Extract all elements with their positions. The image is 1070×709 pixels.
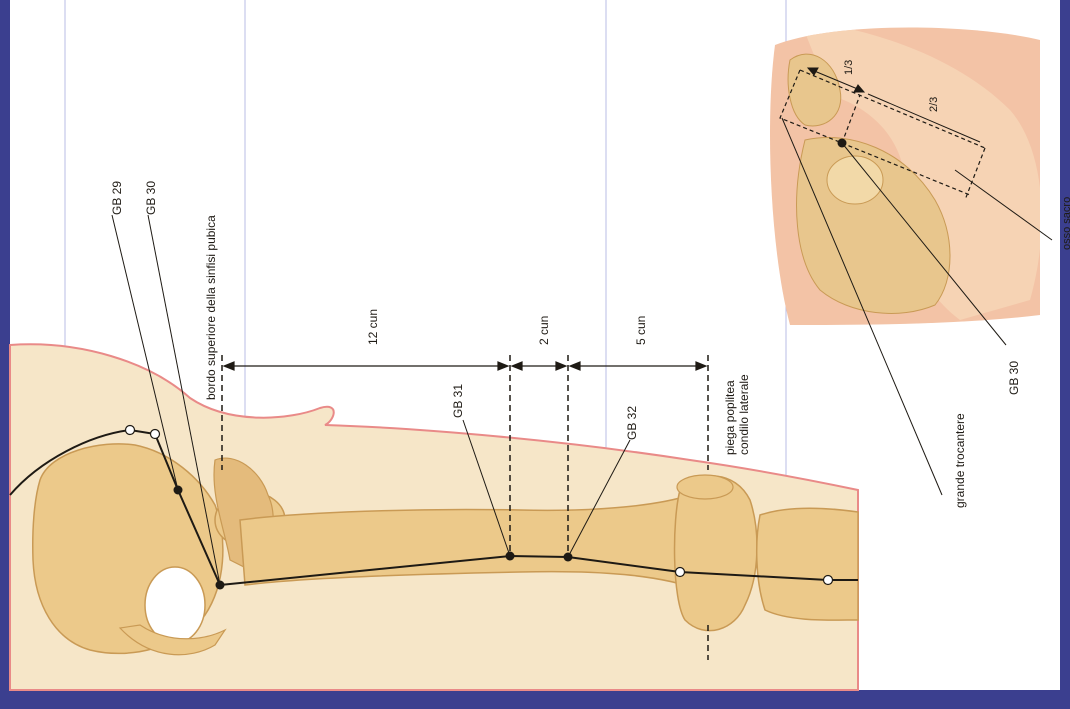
inset-cut-label: osso sacro [1061, 197, 1070, 250]
measure-2-cun: 2 cun [537, 316, 551, 345]
gb31-label: GB 31 [451, 384, 465, 418]
popliteal-crease-label: piega poplitea [723, 380, 737, 455]
greater-trochanter-label: grande trocantere [953, 413, 967, 508]
pubic-symphysis-label: bordo superiore della sinfisi pubica [204, 215, 218, 400]
measure-12-cun: 12 cun [366, 309, 380, 345]
inset-two-thirds-label: 2/3 [928, 97, 940, 112]
open-point [151, 430, 160, 439]
gb31-point [506, 552, 515, 561]
measure-5-cun: 5 cun [634, 316, 648, 345]
inset-gb30-label: GB 30 [1007, 361, 1021, 395]
open-point [676, 568, 685, 577]
open-point [824, 576, 833, 585]
gb32-label: GB 32 [625, 406, 639, 440]
gb30-label: GB 30 [144, 181, 158, 215]
lateral-condyle-label: condilo laterale [737, 374, 751, 455]
gb29-label: GB 29 [110, 181, 124, 215]
gb30-point [216, 581, 225, 590]
inset-third-label: 1/3 [843, 60, 855, 75]
gb29-point [174, 486, 183, 495]
inset-gb30-point [838, 139, 847, 148]
open-point [126, 426, 135, 435]
gb32-point [564, 553, 573, 562]
